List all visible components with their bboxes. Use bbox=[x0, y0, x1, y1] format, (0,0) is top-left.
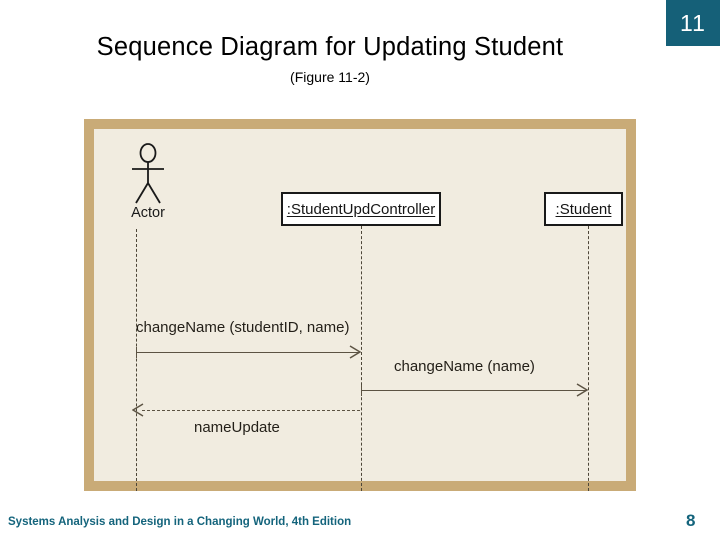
message-label-1: changeName (studentID, name) bbox=[136, 319, 350, 336]
lifeline-box-student[interactable]: :Student bbox=[544, 192, 623, 226]
page-subtitle: (Figure 11-2) bbox=[290, 69, 370, 85]
lifeline-controller bbox=[361, 226, 362, 491]
page-title: Sequence Diagram for Updating Student bbox=[96, 33, 564, 61]
lifeline-box-student-label: :Student bbox=[555, 200, 612, 218]
lifeline-student bbox=[588, 226, 589, 491]
footer-book-title: Systems Analysis and Design in a Changin… bbox=[8, 516, 352, 528]
message-1-arrowhead bbox=[347, 345, 362, 359]
message-arrow-1 bbox=[136, 352, 359, 353]
sequence-diagram-canvas: Actor :StudentUpdController :Student cha… bbox=[94, 129, 626, 491]
actor-figure: Actor bbox=[116, 143, 180, 229]
stick-figure-icon bbox=[132, 143, 164, 204]
footer-page-number: 8 bbox=[686, 511, 696, 530]
message-label-3: nameUpdate bbox=[194, 419, 280, 436]
message-2-arrowhead bbox=[574, 383, 589, 397]
message-3-arrowhead bbox=[131, 403, 146, 417]
message-arrow-3-return bbox=[142, 410, 360, 411]
actor-label: Actor bbox=[131, 205, 165, 221]
message-label-2: changeName (name) bbox=[394, 358, 535, 375]
slide-number-badge: 11 bbox=[666, 0, 720, 46]
lifeline-box-controller[interactable]: :StudentUpdController bbox=[281, 192, 441, 226]
lifeline-box-controller-label: :StudentUpdController bbox=[286, 200, 436, 218]
lifeline-actor bbox=[136, 229, 137, 491]
message-arrow-2 bbox=[361, 390, 586, 391]
figure-frame: Actor :StudentUpdController :Student cha… bbox=[84, 119, 636, 491]
title-block: Sequence Diagram for Updating Student (F… bbox=[0, 32, 660, 86]
